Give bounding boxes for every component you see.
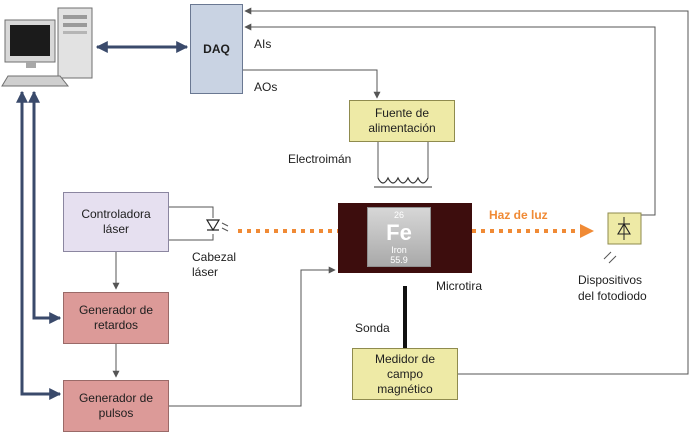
microtira-label: Microtira [436, 279, 483, 293]
pulsos-microtira-wire [169, 266, 336, 407]
cabezal-line2: láser [192, 265, 219, 279]
controladora-line1: Controladora [81, 207, 151, 221]
ais-label: AIs [254, 37, 272, 51]
photodiode-ais-wire [244, 23, 656, 216]
sonda-label: Sonda [355, 321, 390, 335]
ctrl-laser-wire-top [169, 206, 214, 218]
element-number: 26 [393, 210, 404, 220]
fotodiodo-line2: del fotodiodo [578, 289, 647, 303]
cabezal-line1: Cabezal [192, 250, 237, 264]
fuente-box: Fuente de alimentación [349, 100, 455, 142]
generador-retardos-box: Generador de retardos [63, 292, 169, 344]
pc-retardos-bus [28, 90, 62, 324]
generador-pulsos-box: Generador de pulsos [63, 380, 169, 432]
aos-label: AOs [254, 80, 278, 94]
daq-box: DAQ [190, 4, 243, 94]
element-name: Iron [391, 245, 407, 255]
medidor-ais-wire [244, 7, 689, 375]
coil-icon [374, 170, 432, 188]
ctrl-laser-wire-bottom [169, 234, 214, 241]
haz-label: Haz de luz [489, 208, 548, 222]
daq-label: DAQ [203, 41, 230, 56]
retardos-line1: Generador de [78, 303, 154, 317]
light-beam-arrowhead [580, 224, 594, 238]
fuente-line1: Fuente de [374, 106, 430, 120]
aos-wire [243, 69, 381, 99]
iron-element-tile: 26 Fe Iron 55.9 [367, 207, 431, 267]
element-mass: 55.9 [390, 255, 408, 265]
pc-pulsos-bus [16, 90, 62, 400]
fuente-line2: alimentación [368, 121, 436, 135]
medidor-line2: campo [386, 366, 423, 381]
computer-icon [1, 7, 93, 87]
laser-diode-icon [205, 219, 229, 232]
controladora-box: Controladora láser [63, 192, 169, 252]
medidor-line3: magnético [377, 381, 433, 396]
pulsos-line2: pulsos [98, 406, 134, 420]
fotodiodo-line1: Dispositivos [578, 273, 643, 287]
retardos-line2: retardos [93, 318, 139, 332]
medidor-line1: Medidor de [374, 351, 436, 366]
photodiode-icon [603, 212, 642, 264]
controladora-line2: láser [102, 222, 129, 236]
medidor-box: Medidor de campo magnético [352, 348, 458, 400]
element-symbol: Fe [386, 220, 412, 245]
pulsos-line1: Generador de [78, 391, 154, 405]
electroiman-label: Electroimán [288, 152, 352, 166]
